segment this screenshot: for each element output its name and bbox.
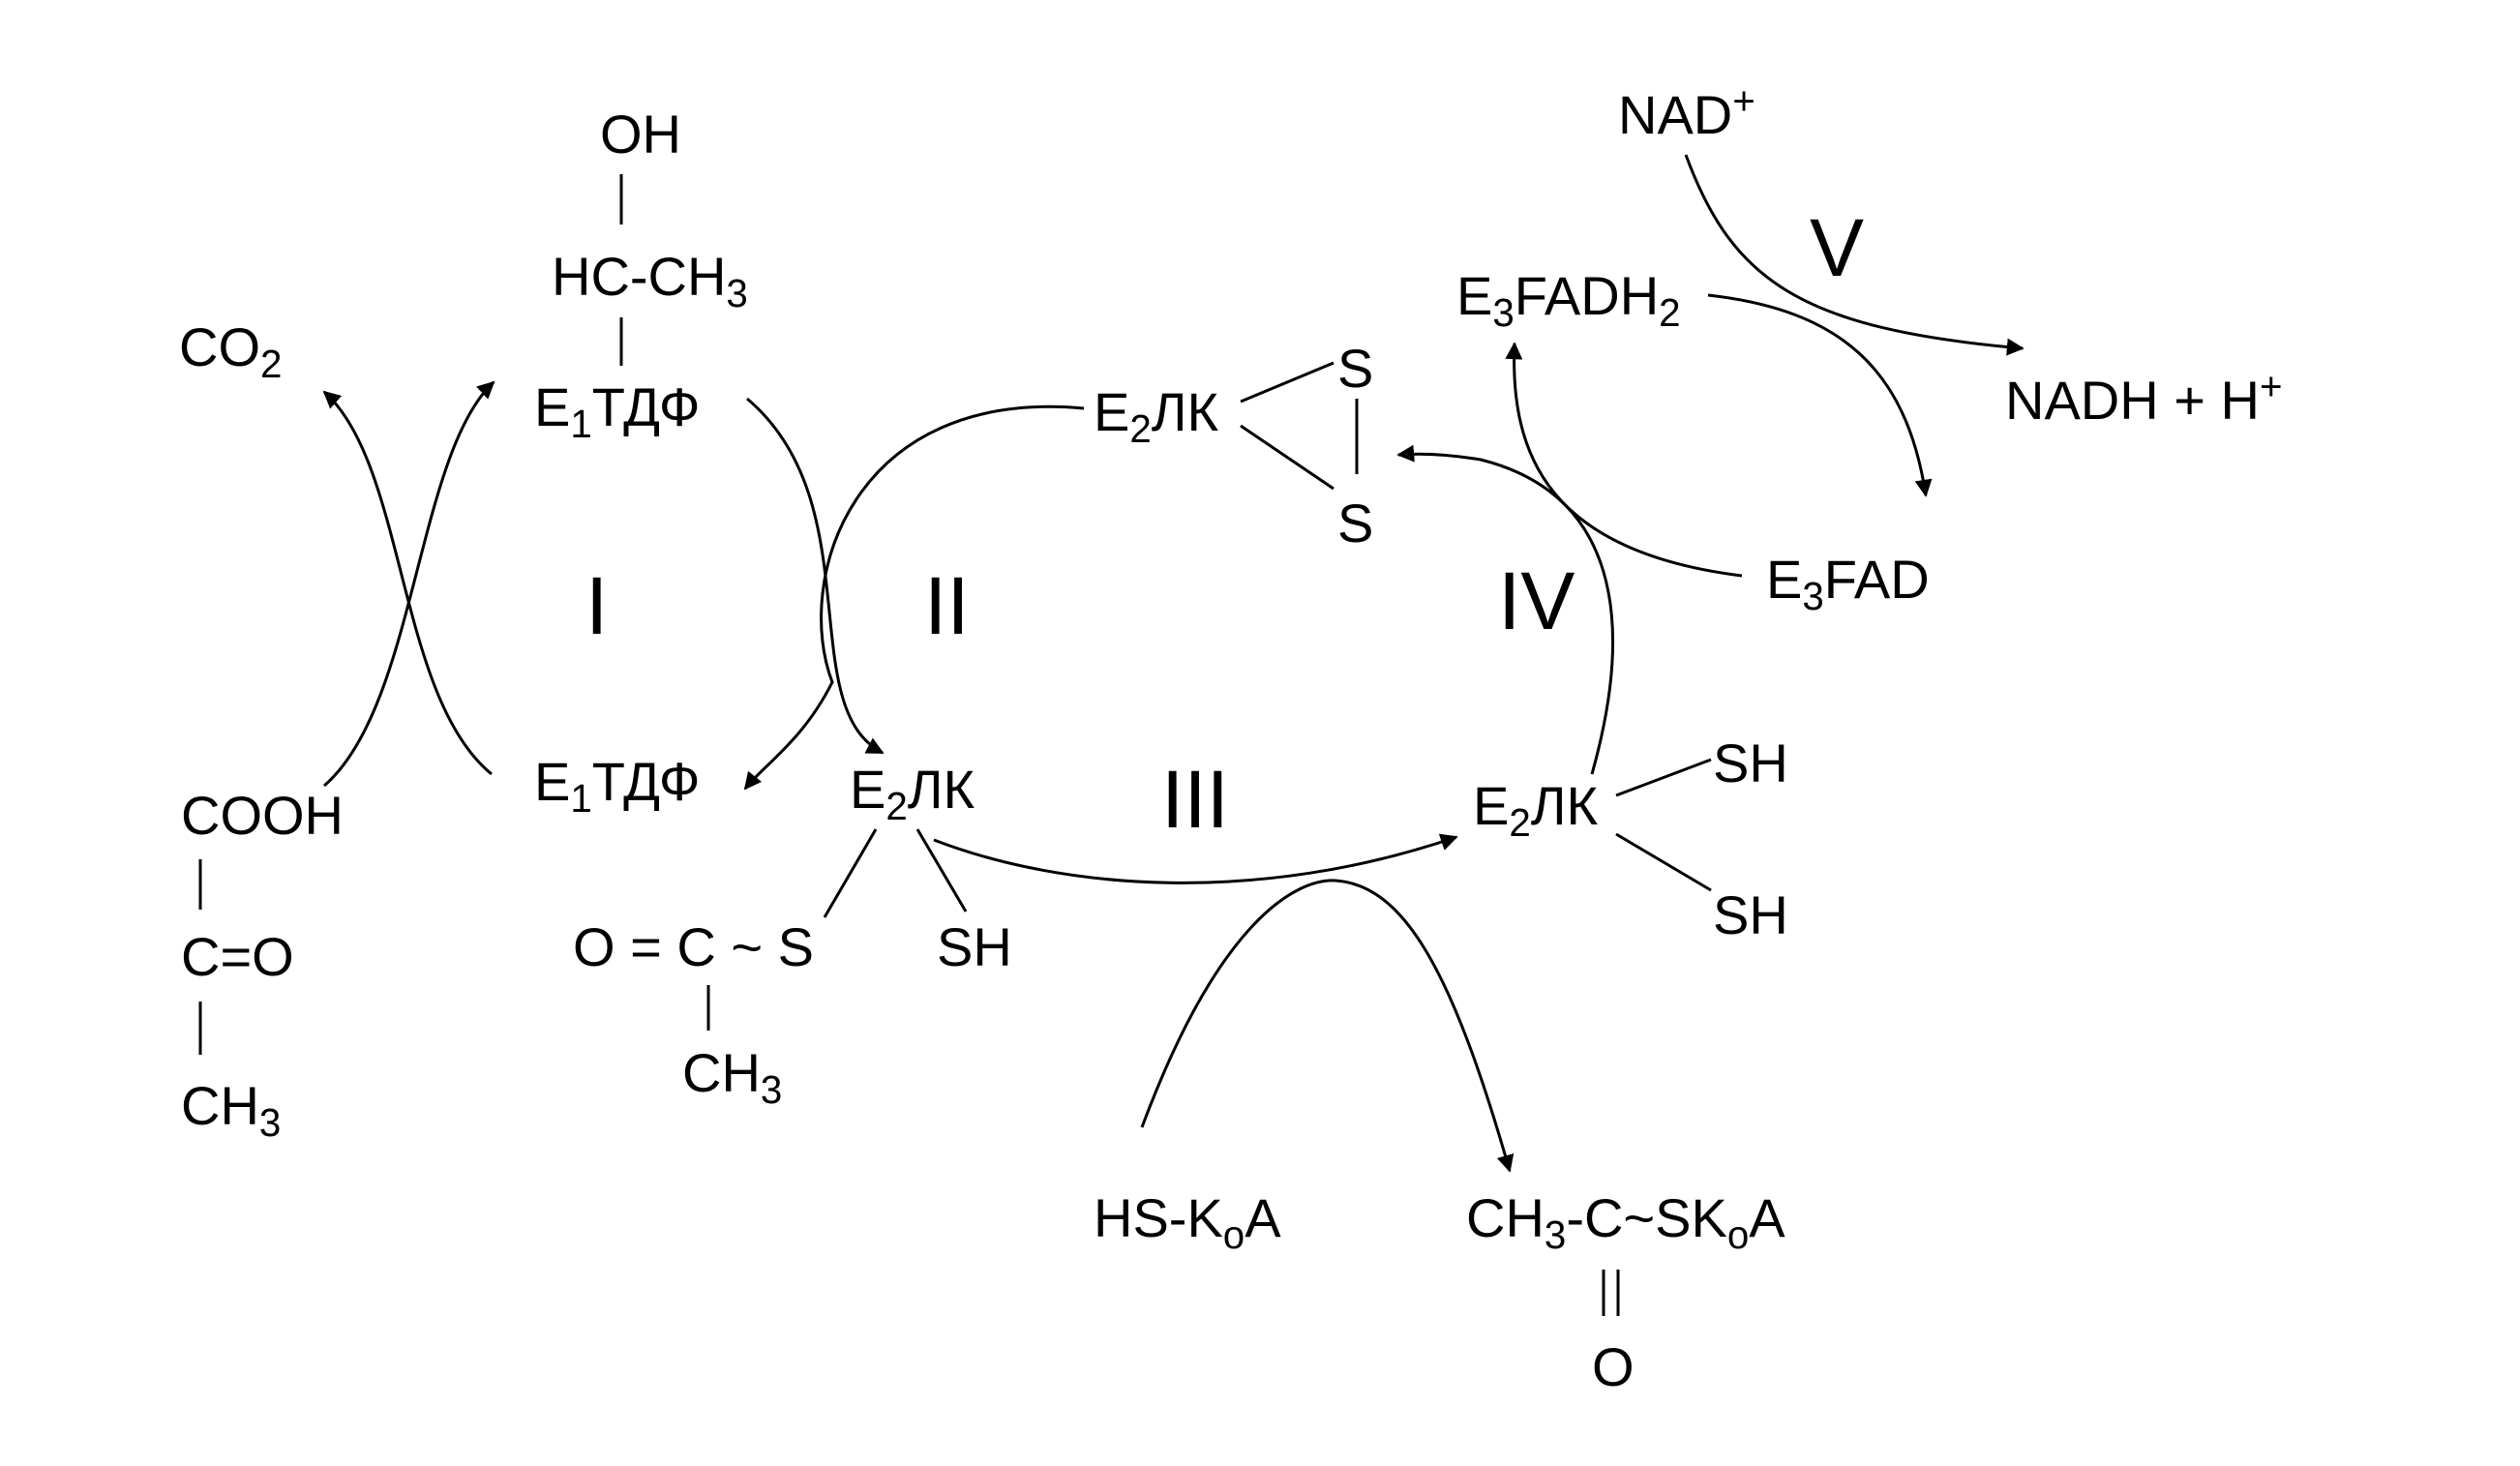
pyruvate-co-label: C=O (181, 926, 294, 987)
arrow-e2lk-acetyl-to-reduced (933, 833, 1458, 884)
acetyl-bond-right (915, 828, 968, 913)
step-i-label: I (585, 560, 608, 651)
sulfur-bottom-label: S (1337, 493, 1373, 553)
sulfur-top-label: S (1337, 338, 1373, 399)
arrow-e3fadh2-to-e3fad (1707, 293, 1933, 497)
step-iii-label: III (1161, 754, 1229, 845)
co2-label: CO2 (179, 316, 282, 386)
step-v-label: V (1810, 202, 1864, 293)
step-iv-label: IV (1498, 555, 1575, 646)
step-ii-label: II (924, 560, 970, 651)
e1tdf-bottom-label: E1ТДФ (534, 751, 700, 821)
e2lk-reduced-label: E2ЛК (1473, 775, 1599, 845)
acetyl-oc-s-label: O = C ~ S (573, 916, 814, 977)
arrow-nad-to-nadh (1684, 154, 2025, 356)
acetyl-coa-oxygen-label: O (1592, 1336, 1635, 1397)
reduced-bond-lower (1615, 832, 1712, 892)
e2lk-acetyl-label: E2ЛК (850, 759, 975, 828)
pyruvate-ch3-label: CH3 (181, 1075, 281, 1145)
e1tdf-top-label: E1ТДФ (534, 376, 700, 446)
acetyl-sh-label: SH (937, 916, 1012, 977)
arrow-e2lk-to-e1tdf-bottom (743, 404, 1085, 791)
e3fadh2-label: E3FADH2 (1456, 265, 1681, 335)
disulfide-bond-lower (1240, 424, 1335, 491)
arrow-e1tdf-to-e2lk-acetyl (746, 397, 885, 755)
acetyl-coa-label: CH3-C~SKoA (1466, 1187, 1785, 1257)
arrow-e3fad-to-e3fadh2 (1505, 342, 1743, 578)
arrow-pyruvate-to-e1tdf (323, 380, 495, 788)
sh-top-label: SH (1713, 733, 1788, 793)
e3fad-label: E3FAD (1766, 549, 1930, 618)
hs-coa-label: HS-KoA (1094, 1187, 1281, 1257)
e2lk-oxidized-label: E2ЛК (1094, 381, 1219, 451)
arrow-hscoa-to-acetylcoa (1140, 879, 1515, 1173)
sh-bottom-label: SH (1713, 884, 1788, 945)
oh-label: OH (600, 104, 681, 165)
acetyl-ch3-label: CH3 (682, 1042, 782, 1112)
hc-ch3-label: HC-CH3 (552, 246, 748, 315)
nadh-label: NADH + H+ (2005, 364, 2282, 431)
nad-label: NAD+ (1618, 78, 1755, 145)
arrow-e1tdf-to-co2 (322, 390, 493, 776)
acetyl-bond-left (823, 828, 878, 918)
pyruvate-cooh-label: COOH (181, 785, 344, 846)
reduced-bond-upper (1615, 758, 1712, 797)
disulfide-bond-upper (1240, 361, 1335, 404)
